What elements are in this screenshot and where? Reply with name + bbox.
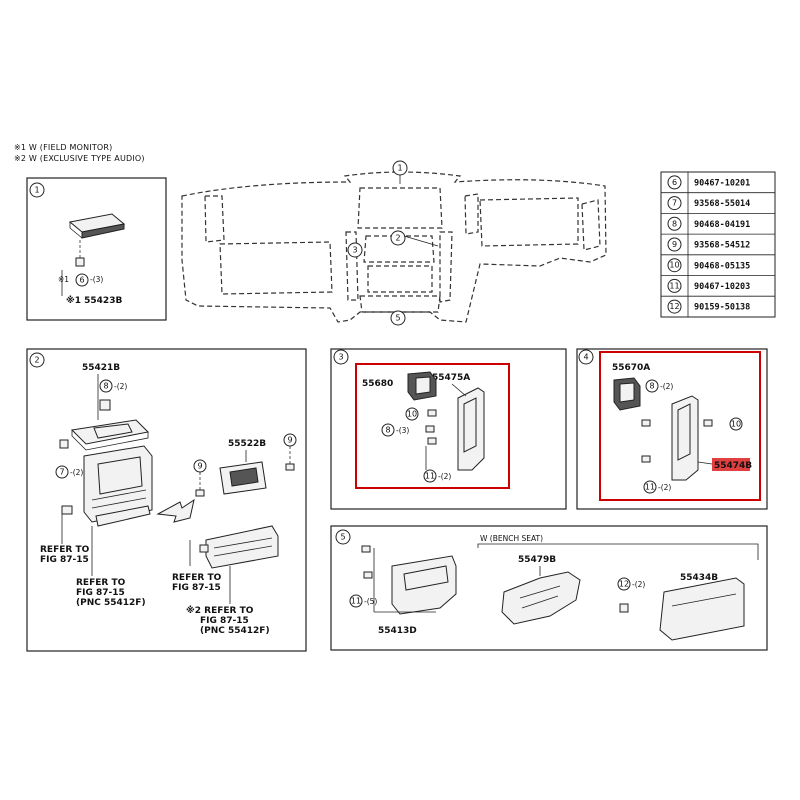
- panel-1-callout-mark: ※1: [58, 275, 69, 284]
- dashboard-overview: 1 2 3 5: [181, 160, 607, 326]
- legend-part-10: 90468-05135: [694, 261, 750, 271]
- legend-num-10: 10: [669, 261, 679, 270]
- panel-5-callout-11-qty: -(5): [364, 597, 377, 606]
- panel-2-callout-7-qty: -(2): [70, 468, 83, 477]
- panel-4-part-highlight: [712, 458, 750, 471]
- overview-callout-5[interactable]: 5: [390, 310, 406, 326]
- refer-4-line-3: (PNC 55412F): [200, 626, 270, 636]
- panel-5-part-55413D: 55413D: [378, 626, 417, 636]
- panel-4-callout-8-qty: -(2): [660, 382, 673, 391]
- panel-2-part-55522B: 55522B: [228, 439, 266, 449]
- panel-4-part-55474B: 55474B: [714, 461, 752, 471]
- panel-5-callout-12: 12: [619, 580, 629, 589]
- refer-2-line-2: FIG 87-15: [76, 588, 125, 598]
- overview-callout-1[interactable]: 1: [392, 160, 408, 176]
- note-exclusive-audio: ※2 W (EXCLUSIVE TYPE AUDIO): [14, 154, 145, 163]
- legend-part-12: 90159-50138: [694, 303, 750, 313]
- panel-4[interactable]: 4 55670A 8 -(2) 10 11 -(2) 55474B: [576, 348, 768, 510]
- legend-num-7: 7: [672, 199, 677, 208]
- bracket-55479B[interactable]: [501, 571, 581, 625]
- panel-2[interactable]: 2 55421B 8 -(2) 7 -(2) 55522B 9 9: [26, 348, 307, 652]
- panel-1-callout-qty: -(3): [90, 275, 103, 284]
- panel-3-callout-11-qty: -(2): [438, 472, 451, 481]
- panel-2-callout-7: 7: [59, 468, 64, 477]
- overview-callout-3[interactable]: 3: [347, 242, 363, 258]
- legend-num-11: 11: [669, 281, 679, 290]
- note-field-monitor: ※1 W (FIELD MONITOR): [14, 143, 113, 152]
- panel-1[interactable]: 1 ※1 6 -(3) ※1 55423B: [26, 177, 167, 321]
- panel-4-number: 4: [583, 353, 588, 362]
- panel-3-part-55680: 55680: [362, 379, 393, 389]
- refer-1-line-2: FIG 87-15: [40, 555, 89, 565]
- legend-num-9: 9: [672, 240, 677, 249]
- legend-part-11: 90467-10203: [694, 282, 750, 292]
- legend-num-12: 12: [669, 302, 679, 311]
- panel-4-highlight-frame: [599, 351, 761, 501]
- panel-4-callout-11-qty: -(2): [658, 483, 671, 492]
- legend-num-8: 8: [672, 219, 677, 228]
- panel-2-callout-9-right: 9: [287, 436, 292, 445]
- refer-2-line-3: (PNC 55412F): [76, 598, 146, 608]
- legend-part-6: 90467-10201: [694, 179, 750, 189]
- panel-2-number: 2: [34, 356, 39, 365]
- panel-5-number: 5: [340, 533, 345, 542]
- nut-6[interactable]: [75, 257, 85, 267]
- panel-2-part-55421B: 55421B: [82, 363, 120, 373]
- legend-part-7: 93568-55014: [694, 199, 750, 209]
- panel-4-part-55670A: 55670A: [612, 363, 650, 373]
- panel-3-highlight-frame: [355, 363, 510, 489]
- panel-4-callout-8: 8: [649, 382, 654, 391]
- panel-2-callout-8-qty: -(2): [114, 382, 127, 391]
- legend-part-8: 90468-04191: [694, 220, 750, 230]
- lower-cover-55434B[interactable]: [659, 577, 745, 641]
- panel-1-number: 1: [34, 186, 39, 195]
- panel-3-callout-8-qty: -(3): [396, 426, 409, 435]
- panel-1-part-55423B: ※1 55423B: [66, 295, 122, 306]
- panel-3-callout-10: 10: [407, 410, 417, 419]
- panel-3[interactable]: 3 55680 55475A 10 8 -(3) 11 -(2): [330, 348, 567, 510]
- panel-5-bench-seat-label: W (BENCH SEAT): [480, 534, 543, 543]
- panel-5[interactable]: 5 11 -(5) 55413D W (BENCH SEAT) 55479B 1…: [330, 525, 768, 651]
- panel-3-part-55475A: 55475A: [432, 373, 470, 383]
- refer-4-line-2: FIG 87-15: [200, 616, 249, 626]
- refer-3-line-2: FIG 87-15: [172, 583, 221, 593]
- refer-4-line-1: ※2 REFER TO: [186, 605, 254, 616]
- panel-2-callout-8: 8: [103, 382, 108, 391]
- panel-1-callout-6: 6: [79, 276, 84, 285]
- panel-5-callout-11: 11: [351, 597, 361, 606]
- direction-arrow: [156, 498, 195, 523]
- panel-3-number: 3: [338, 353, 343, 362]
- refer-3-line-1: REFER TO: [172, 573, 222, 583]
- panel-2-callout-9-left: 9: [197, 462, 202, 471]
- legend-num-6: 6: [672, 178, 677, 187]
- svg-text:5: 5: [395, 314, 400, 323]
- panel-5-part-55434B: 55434B: [680, 573, 718, 583]
- refer-2-line-1: REFER TO: [76, 578, 126, 588]
- overview-callout-2[interactable]: 2: [390, 230, 406, 246]
- panel-5-part-55479B: 55479B: [518, 555, 556, 565]
- svg-text:2: 2: [395, 234, 400, 243]
- refer-1-line-1: REFER TO: [40, 545, 90, 555]
- svg-text:1: 1: [397, 164, 402, 173]
- svg-text:3: 3: [352, 246, 357, 255]
- panel-3-callout-11: 11: [425, 472, 435, 481]
- panel-5-callout-12-qty: -(2): [632, 580, 645, 589]
- audio-bezel[interactable]: [205, 525, 279, 569]
- parts-legend-table: 6 90467-10201 7 93568-55014 8 90468-0419…: [660, 171, 776, 318]
- panel-4-callout-10: 10: [731, 420, 741, 429]
- legend-part-9: 93568-54512: [694, 241, 750, 251]
- panel-4-callout-11: 11: [645, 483, 655, 492]
- panel-3-callout-8: 8: [385, 426, 390, 435]
